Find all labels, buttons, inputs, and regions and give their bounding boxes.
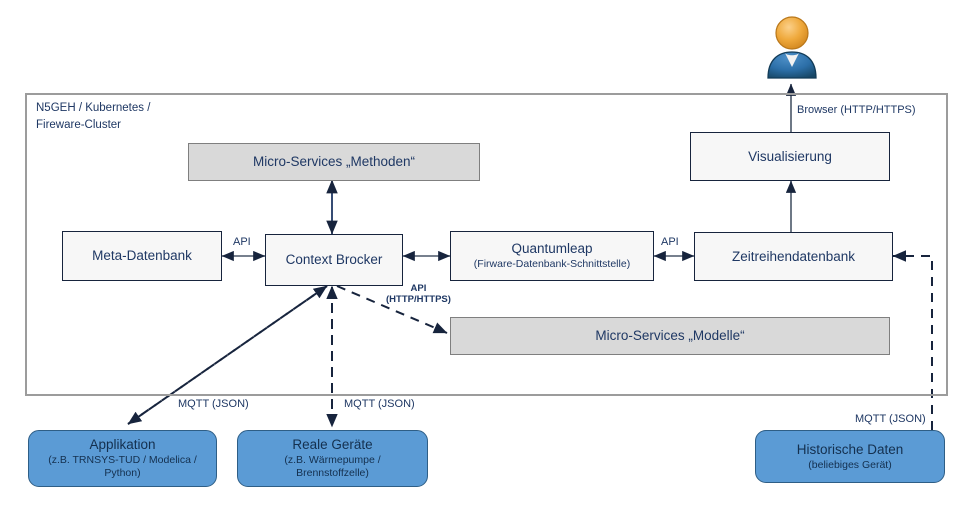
node-subtitle: (beliebiges Gerät) [808, 458, 892, 471]
edge-label-api-meta-context: API [233, 236, 251, 248]
node-context-brocker[interactable]: Context Brocker [265, 234, 403, 286]
edge-label-mqtt-historische: MQTT (JSON) [855, 413, 926, 425]
edge-label-browser: Browser (HTTP/HTTPS) [797, 104, 916, 116]
node-subtitle-line2: Brennstoffzelle) [296, 467, 369, 480]
node-subtitle: (z.B. TRNSYS-TUD / Modelica / [48, 454, 197, 467]
node-subtitle-line2: Python) [104, 467, 141, 480]
node-title: Historische Daten [796, 441, 904, 457]
edge-label-api-http-https: API (HTTP/HTTPS) [386, 283, 451, 306]
node-micro-services-modelle[interactable]: Micro-Services „Modelle“ [450, 317, 890, 355]
node-visualisierung[interactable]: Visualisierung [690, 132, 890, 181]
node-title: Zeitreihendatenbank [731, 248, 856, 264]
node-title: Micro-Services „Methoden“ [252, 154, 416, 170]
edge-label-api-quantumleap-zeitreihen: API [661, 236, 679, 248]
node-title: Applikation [89, 437, 156, 453]
node-reale-geraete[interactable]: Reale Geräte (z.B. Wärmepumpe / Brennsto… [237, 430, 428, 487]
cluster-frame [25, 93, 948, 396]
node-zeitreihendatenbank[interactable]: Zeitreihendatenbank [694, 232, 893, 281]
node-meta-datenbank[interactable]: Meta-Datenbank [62, 231, 222, 281]
cluster-label: N5GEH / Kubernetes / Fireware-Cluster [36, 102, 151, 131]
node-subtitle: (z.B. Wärmepumpe / [284, 454, 381, 467]
node-subtitle: (Firware-Datenbank-Schnittstelle) [473, 258, 631, 271]
node-title: Meta-Datenbank [92, 248, 192, 264]
node-applikation[interactable]: Applikation (z.B. TRNSYS-TUD / Modelica … [28, 430, 217, 487]
node-title: Reale Geräte [292, 437, 373, 453]
node-historische-daten[interactable]: Historische Daten (beliebiges Gerät) [755, 430, 945, 483]
edge-label-api-line1: API [410, 283, 427, 294]
node-title: Context Brocker [285, 252, 383, 268]
edge-label-api-line2: (HTTP/HTTPS) [386, 293, 451, 305]
node-title: Micro-Services „Modelle“ [595, 328, 745, 344]
node-micro-services-methoden[interactable]: Micro-Services „Methoden“ [188, 143, 480, 181]
node-title: Quantumleap [511, 241, 593, 257]
edge-label-mqtt-reale-geraete: MQTT (JSON) [344, 398, 415, 410]
user-person-icon [767, 16, 817, 79]
node-quantumleap[interactable]: Quantumleap (Firware-Datenbank-Schnittst… [450, 231, 654, 281]
node-title: Visualisierung [748, 148, 832, 164]
edge-label-mqtt-applikation: MQTT (JSON) [178, 398, 249, 410]
